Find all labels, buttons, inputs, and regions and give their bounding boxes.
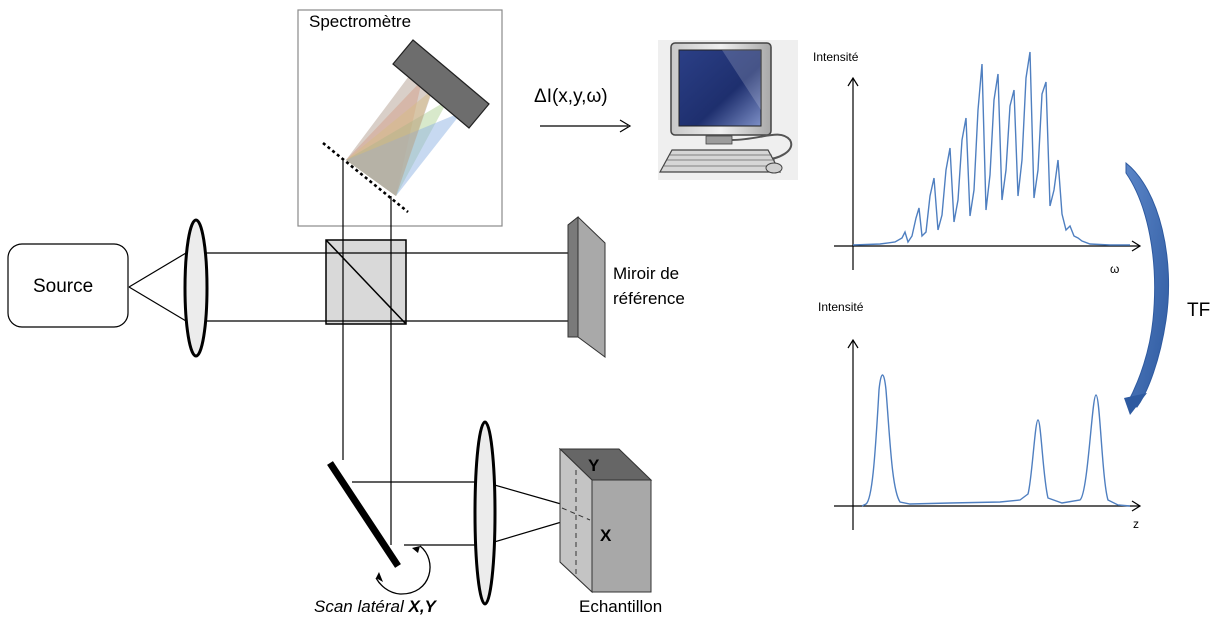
ascan-ylabel: Intensité: [818, 300, 864, 314]
rotation-arrow: [375, 545, 431, 595]
source-box: [7, 243, 129, 328]
mirror-label-line2: référence: [613, 289, 685, 308]
beam-paths: [128, 160, 576, 546]
sample-x-axis-label: X: [600, 526, 612, 545]
tf-label: TF: [1187, 300, 1211, 321]
ascan-xlabel: z: [1133, 517, 1139, 531]
sample-y-axis-label: Y: [588, 456, 600, 475]
spectral-fan: [346, 72, 462, 196]
computer-icon: [658, 40, 798, 180]
spectrum-xlabel: ω: [1110, 262, 1120, 276]
sample-block: [558, 447, 653, 594]
objective-lens: [473, 420, 497, 606]
collimating-lens: [183, 218, 209, 358]
spectrum-curve: [852, 51, 1130, 246]
scanning-mirror: [327, 461, 401, 568]
delta-intensity-label: ΔI(x,y,ω): [534, 86, 608, 107]
ascan-plot-axes: [834, 338, 1142, 530]
sample-label: Echantillon: [579, 597, 663, 616]
ascan-curve: [861, 374, 1131, 507]
spectrometer-label: Spectromètre: [309, 12, 412, 31]
source-label: Source: [33, 276, 94, 297]
spectrum-ylabel: Intensité: [813, 50, 859, 64]
mirror-label-line1: Miroir de: [613, 264, 680, 283]
scan-label: Scan latéral X,Y: [314, 597, 436, 616]
detector-dotted-line: [322, 141, 409, 214]
grating: [392, 39, 490, 129]
tf-arrow: [1125, 161, 1170, 408]
spectrum-plot-axes: [834, 76, 1142, 270]
